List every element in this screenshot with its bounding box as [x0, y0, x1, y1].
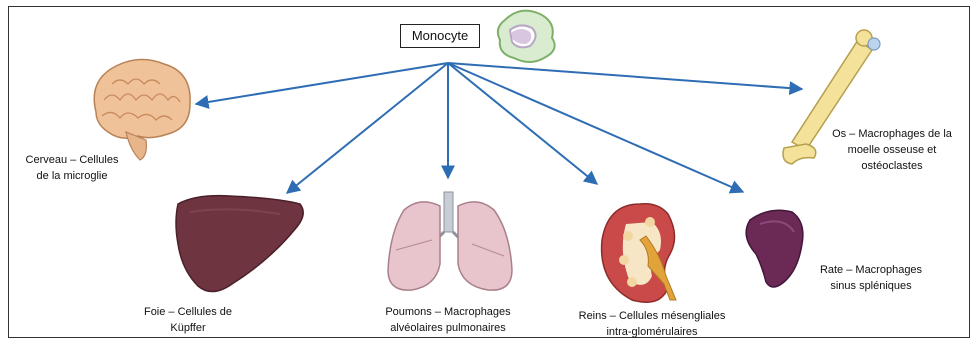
- kidney-label-line2: intra-glomérulaires: [560, 324, 744, 340]
- liver-icon: [176, 196, 303, 292]
- spleen-label-line2: sinus spléniques: [806, 278, 936, 294]
- liver-label-line2: Küpffer: [128, 320, 248, 336]
- monocyte-title-box: Monocyte: [400, 24, 480, 48]
- monocyte-title: Monocyte: [412, 28, 468, 43]
- liver-label: Foie – Cellules de Küpffer: [128, 304, 248, 336]
- arrow-to-brain: [196, 63, 448, 104]
- bone-label-line1: Os – Macrophages de la: [820, 126, 964, 142]
- spleen-icon: [746, 210, 803, 287]
- kidney-label: Reins – Cellules mésengliales intra-glom…: [560, 308, 744, 340]
- brain-icon: [94, 59, 190, 160]
- bone-label-line3: ostéoclastes: [820, 158, 964, 174]
- kidney-icon: [602, 204, 676, 303]
- bone-label-line2: moelle osseuse et: [820, 142, 964, 158]
- arrow-to-liver: [287, 63, 448, 193]
- monocyte-cell-icon: [498, 11, 555, 62]
- lungs-label-line1: Poumons – Macrophages: [360, 304, 536, 320]
- spleen-label: Rate – Macrophages sinus spléniques: [806, 262, 936, 294]
- spleen-label-line1: Rate – Macrophages: [806, 262, 936, 278]
- kidney-label-line1: Reins – Cellules mésengliales: [560, 308, 744, 324]
- brain-label: Cerveau – Cellules de la microglie: [12, 152, 132, 184]
- lungs-icon: [388, 192, 512, 290]
- lungs-label-line2: alvéolaires pulmonaires: [360, 320, 536, 336]
- bone-label: Os – Macrophages de la moelle osseuse et…: [820, 126, 964, 174]
- brain-label-line2: de la microglie: [12, 168, 132, 184]
- arrow-to-bone: [448, 63, 802, 89]
- arrow-to-kidney: [448, 63, 597, 184]
- brain-label-line1: Cerveau – Cellules: [12, 152, 132, 168]
- liver-label-line1: Foie – Cellules de: [128, 304, 248, 320]
- lungs-label: Poumons – Macrophages alvéolaires pulmon…: [360, 304, 536, 336]
